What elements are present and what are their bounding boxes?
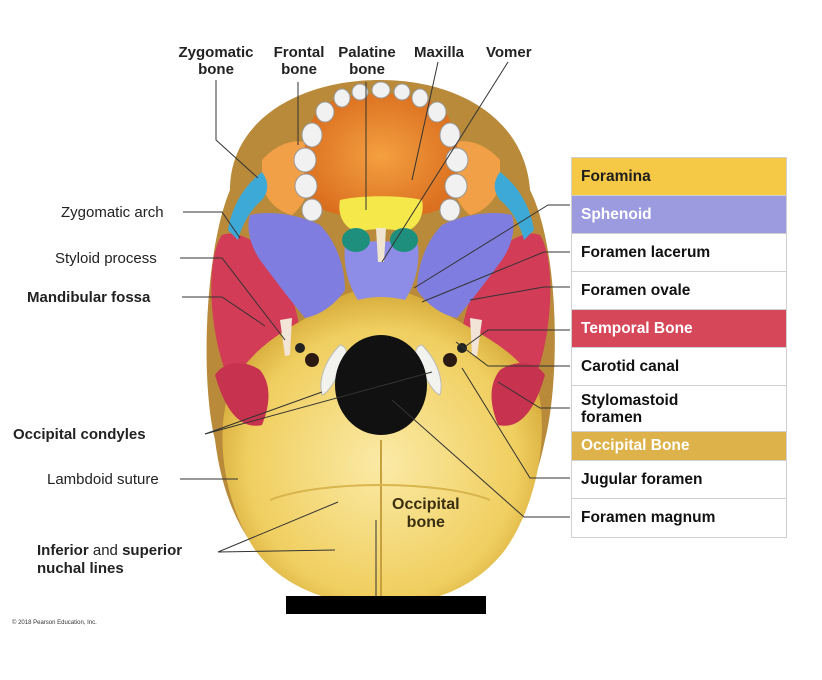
choana-left — [342, 228, 370, 252]
label-styloid-process: Styloid process — [55, 250, 157, 267]
sphenoid-left — [248, 213, 345, 318]
legend-foramen-lacerum: Foramen lacerum — [572, 234, 786, 272]
legend-foramina-header: Foramina — [572, 158, 786, 196]
legend-table: Foramina Sphenoid Foramen lacerum Forame… — [571, 157, 787, 538]
legend-jugular-foramen: Jugular foramen — [572, 461, 786, 499]
carotid-hole-right — [457, 343, 467, 353]
legend-foramen-magnum: Foramen magnum — [581, 509, 716, 526]
palatine-bone — [339, 196, 423, 232]
copyright-notice: © 2018 Pearson Education, Inc. — [12, 620, 97, 626]
jugular-hole-left — [305, 353, 319, 367]
foramen-magnum — [335, 335, 427, 435]
label-occipital-condyles: Occipital condyles — [13, 426, 146, 443]
jugular-hole-right — [443, 353, 457, 367]
legend-sphenoid-header: Sphenoid — [572, 196, 786, 234]
label-zygomatic-arch: Zygomatic arch — [61, 204, 164, 221]
label-mandibular-fossa: Mandibular fossa — [27, 289, 151, 306]
carotid-hole-left — [295, 343, 305, 353]
choana-right — [390, 228, 418, 252]
label-vomer: Vomer — [486, 44, 532, 61]
legend-foramen-ovale: Foramen ovale — [572, 272, 786, 310]
legend-carotid-canal: Carotid canal — [572, 348, 786, 386]
label-lambdoid-suture: Lambdoid suture — [47, 471, 159, 488]
redaction-bar — [286, 596, 486, 614]
label-maxilla: Maxilla — [414, 44, 465, 61]
legend-occipital-header: Occipital Bone — [572, 432, 786, 461]
label-nuchal-lines: Inferior and superior nuchal lines — [37, 542, 183, 577]
legend-temporal-header: Temporal Bone — [572, 310, 786, 348]
